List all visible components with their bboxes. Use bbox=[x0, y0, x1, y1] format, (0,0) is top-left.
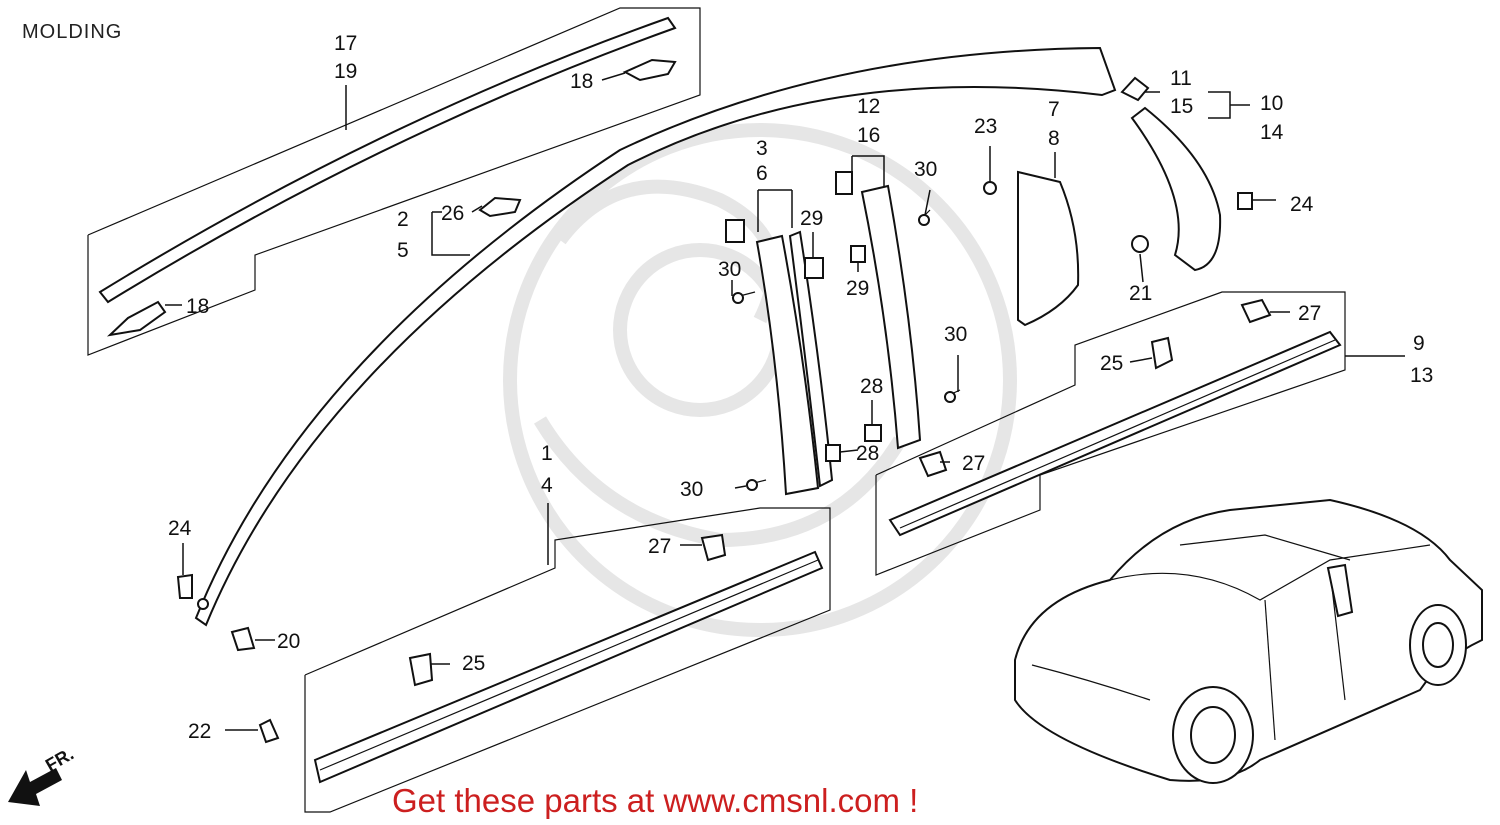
callout-20: 20 bbox=[277, 630, 300, 653]
callout-3: 3 bbox=[756, 137, 768, 160]
callout-25: 25 bbox=[1100, 352, 1123, 375]
callout-18: 18 bbox=[570, 70, 593, 93]
rear-sill-group bbox=[875, 291, 1405, 576]
rear-pillar-molding bbox=[1130, 106, 1222, 272]
drip-molding bbox=[194, 46, 1117, 627]
callout-27: 27 bbox=[962, 452, 985, 475]
roof-molding-group bbox=[87, 7, 701, 356]
callout-30: 30 bbox=[914, 158, 937, 181]
callout-15: 15 bbox=[1170, 95, 1193, 118]
callout-14: 14 bbox=[1260, 121, 1284, 144]
callout-9: 9 bbox=[1413, 332, 1425, 355]
callout-11: 11 bbox=[1170, 67, 1192, 90]
quarter-garnish bbox=[1017, 170, 1080, 327]
callout-30: 30 bbox=[680, 478, 703, 501]
callout-10: 10 bbox=[1260, 92, 1283, 115]
callout-27: 27 bbox=[1298, 302, 1321, 325]
callout-13: 13 bbox=[1410, 364, 1433, 387]
front-sill-group bbox=[304, 503, 831, 813]
callout-29: 29 bbox=[800, 207, 823, 230]
callout-21: 21 bbox=[1129, 282, 1152, 305]
callout-23: 23 bbox=[974, 115, 997, 138]
callout-17: 17 bbox=[334, 32, 357, 55]
callout-30: 30 bbox=[718, 258, 741, 281]
callout-29: 29 bbox=[846, 277, 869, 300]
callout-6: 6 bbox=[756, 162, 768, 185]
callout-19: 19 bbox=[334, 60, 357, 83]
callout-4: 4 bbox=[541, 474, 553, 497]
fr-label: FR. bbox=[42, 744, 77, 776]
parts-link[interactable]: Get these parts at www.cmsnl.com ! bbox=[392, 782, 918, 819]
front-direction-arrow: FR. bbox=[8, 744, 77, 806]
callout-18: 18 bbox=[186, 295, 209, 318]
diagram-title: MOLDING bbox=[22, 21, 122, 43]
callout-22: 22 bbox=[188, 720, 211, 743]
callout-27: 27 bbox=[648, 535, 671, 558]
callout-25: 25 bbox=[462, 652, 485, 675]
callout-2: 2 bbox=[397, 208, 409, 231]
callout-8: 8 bbox=[1048, 127, 1060, 150]
callout-30: 30 bbox=[944, 323, 967, 346]
sedan-illustration bbox=[1014, 498, 1483, 784]
callouts: 17 19 18 18 2 5 26 3 6 12 16 29 29 30 30… bbox=[168, 32, 1433, 743]
callout-16: 16 bbox=[857, 124, 880, 147]
callout-7: 7 bbox=[1048, 98, 1060, 121]
callout-28: 28 bbox=[856, 442, 879, 465]
callout-28: 28 bbox=[860, 375, 883, 398]
pillar-garnishes bbox=[725, 155, 922, 496]
leader-lines bbox=[182, 146, 1290, 731]
callout-12: 12 bbox=[857, 95, 880, 118]
callout-5: 5 bbox=[397, 239, 409, 262]
callout-24: 24 bbox=[1290, 193, 1314, 216]
callout-1: 1 bbox=[541, 442, 553, 465]
screws-30 bbox=[731, 209, 961, 491]
callout-26: 26 bbox=[441, 202, 464, 225]
watermark-logo bbox=[503, 123, 1017, 637]
callout-24: 24 bbox=[168, 517, 192, 540]
